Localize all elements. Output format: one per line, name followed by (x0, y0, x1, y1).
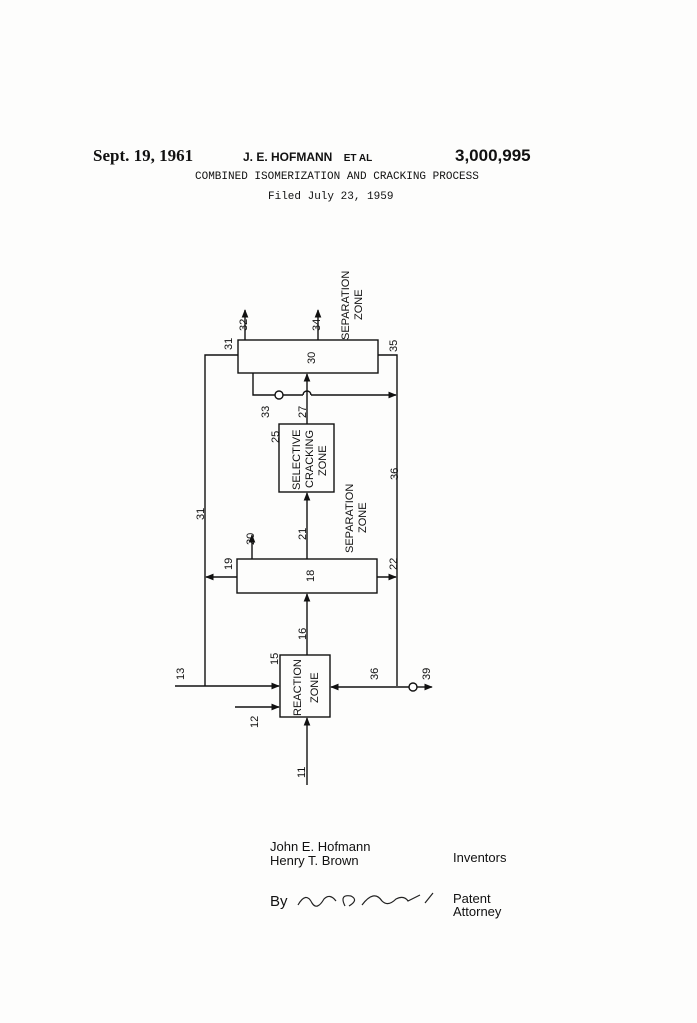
separation-label-1b: SEPARATION (344, 484, 356, 553)
cracking-label-3: ZONE (317, 445, 329, 476)
ref-34: 34 (311, 319, 323, 331)
ref-13: 13 (175, 668, 187, 680)
reaction-zone-label-2: ZONE (309, 672, 321, 703)
ref-22: 22 (388, 558, 400, 570)
reaction-zone-label: REACTION (292, 659, 304, 716)
by-label: By (270, 893, 288, 910)
separation-zone-30-box (237, 339, 379, 374)
inventor-name: J. E. HOFMANN (243, 150, 333, 164)
line-31 (204, 354, 238, 686)
cracking-label-1: SELECTIVE (291, 429, 303, 490)
ref-27: 27 (297, 406, 309, 418)
ref-33: 33 (260, 406, 272, 418)
cracking-label-2: CRACKING (304, 430, 316, 488)
separation-label-2: ZONE (353, 289, 365, 320)
ref-31: 31 (223, 338, 235, 350)
attorney-label: Attorney (453, 904, 502, 919)
ref-36b: 36 (369, 668, 381, 680)
inventor-header: J. E. HOFMANN ET AL (243, 150, 372, 164)
ref-19: 19 (223, 558, 235, 570)
valve-icon (274, 390, 284, 400)
ref-15: 15 (269, 653, 281, 665)
et-al: ET AL (343, 153, 373, 164)
filed-date: Filed July 23, 1959 (268, 191, 394, 203)
patent-date: Sept. 19, 1961 (93, 146, 194, 165)
separation-label-2b: ZONE (357, 502, 369, 533)
inventors-label: Inventors (453, 850, 507, 865)
ref-35: 35 (388, 340, 400, 352)
ref-21: 21 (297, 528, 309, 540)
ref-39: 39 (421, 668, 433, 680)
separation-label-1: SEPARATION (340, 271, 352, 340)
ref-11: 11 (296, 767, 308, 778)
box-30-label: 30 (306, 352, 318, 364)
line-33 (252, 373, 303, 396)
box-18-label: 18 (305, 570, 317, 582)
patent-number: 3,000,995 (455, 146, 531, 165)
ref-36: 36 (389, 468, 401, 480)
ref-12: 12 (249, 716, 261, 728)
ref-16: 16 (297, 628, 309, 640)
patent-title: COMBINED ISOMERIZATION AND CRACKING PROC… (195, 171, 479, 183)
patent-label: Patent (453, 891, 491, 906)
line-35-36 (378, 354, 398, 686)
ref-25: 25 (270, 431, 282, 443)
inventor-1: John E. Hofmann (270, 839, 371, 854)
line-crossover (302, 390, 312, 396)
ref-31b: 31 (195, 508, 207, 520)
inventor-2: Henry T. Brown (270, 853, 359, 868)
reaction-zone-box (279, 654, 331, 718)
ref-32: 32 (238, 319, 250, 331)
valve-icon (408, 682, 418, 692)
ref-20: 20 (245, 533, 257, 545)
